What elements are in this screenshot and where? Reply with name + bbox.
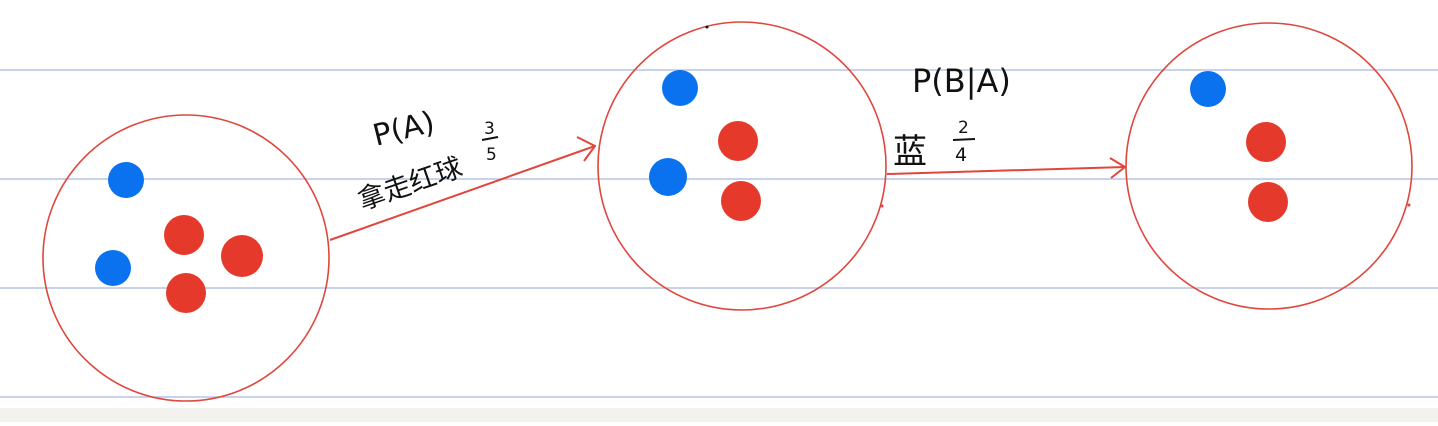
red-ball xyxy=(1248,182,1288,222)
red-ball xyxy=(718,121,758,161)
ink-dot xyxy=(880,204,884,208)
fraction-numerator: 3 xyxy=(484,119,495,139)
label-p-b-given-a: P(B|A) xyxy=(912,62,1011,100)
ink-dot xyxy=(1407,203,1411,207)
red-ball xyxy=(166,273,206,313)
blue-ball xyxy=(95,250,131,286)
urn-circle-initial xyxy=(42,114,330,402)
blue-ball xyxy=(662,70,698,106)
label-p-a: P(A) xyxy=(369,105,438,154)
page-bottom-strip xyxy=(0,408,1438,422)
blue-ball xyxy=(649,158,687,196)
fraction-denominator: 5 xyxy=(486,145,497,165)
fraction-two-fourths: 2 4 xyxy=(952,118,976,166)
red-ball xyxy=(221,235,263,277)
arrow-draw-blue xyxy=(886,157,1127,179)
blue-ball xyxy=(108,162,144,198)
urn-circle-after-blue xyxy=(1125,22,1413,310)
red-ball xyxy=(1246,122,1286,162)
red-ball xyxy=(164,215,204,255)
red-ball xyxy=(721,181,761,221)
arrow-draw-red xyxy=(329,136,597,241)
ink-dot xyxy=(705,25,709,29)
blue-ball xyxy=(1190,71,1226,107)
label-draw-blue: 蓝 xyxy=(893,132,927,172)
label-draw-red: 拿走红球 xyxy=(354,152,466,216)
urn-circle-after-red xyxy=(597,21,887,311)
fraction-three-fifths: 3 5 xyxy=(481,119,499,165)
fraction-numerator: 2 xyxy=(958,118,969,138)
fraction-denominator: 4 xyxy=(955,144,967,166)
